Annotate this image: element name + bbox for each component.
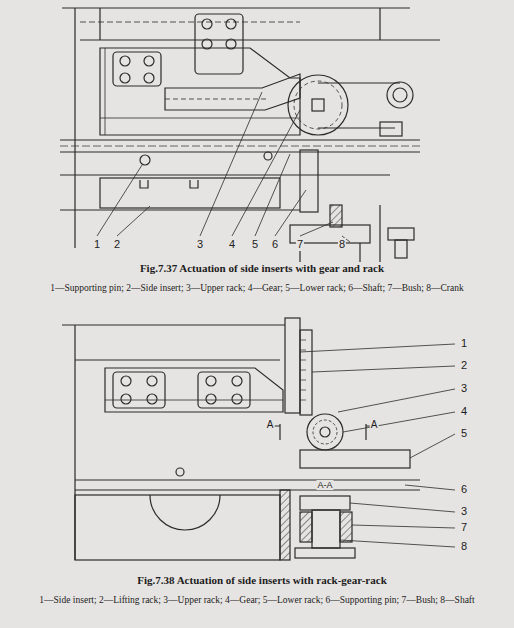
callout-number: 1 xyxy=(460,337,468,350)
figure-legend: 1—Supporting pin; 2—Side insert; 3—Upper… xyxy=(49,283,464,294)
callout-number: 5 xyxy=(251,238,259,251)
figure-737 xyxy=(60,8,440,262)
callout-number: 3 xyxy=(460,382,468,395)
figure-caption: Fig.7.38 Actuation of side inserts with … xyxy=(136,574,388,587)
callout-number: 5 xyxy=(460,427,468,440)
figure-legend: 1—Side insert; 2—Lifting rack; 3—Upper r… xyxy=(38,595,475,606)
callout-number: 6 xyxy=(460,483,468,496)
callout-number: 2 xyxy=(113,238,121,251)
callout-number: 4 xyxy=(228,238,236,251)
figure-caption: Fig.7.37 Actuation of side inserts with … xyxy=(139,262,385,275)
figure-738 xyxy=(62,318,455,560)
callout-number: 7 xyxy=(296,238,304,251)
callout-number: 8 xyxy=(338,238,346,251)
callout-number: A xyxy=(370,419,379,431)
callout-number: A xyxy=(266,419,275,431)
callout-number: A-A xyxy=(316,480,333,490)
callout-number: 4 xyxy=(460,405,468,418)
callout-number: 3 xyxy=(196,238,204,251)
callout-number: 2 xyxy=(460,359,468,372)
callout-number: 3 xyxy=(460,505,468,518)
callout-number: 1 xyxy=(93,238,101,251)
callout-number: 8 xyxy=(460,540,468,553)
callout-number: 6 xyxy=(271,238,279,251)
callout-number: 7 xyxy=(460,521,468,534)
